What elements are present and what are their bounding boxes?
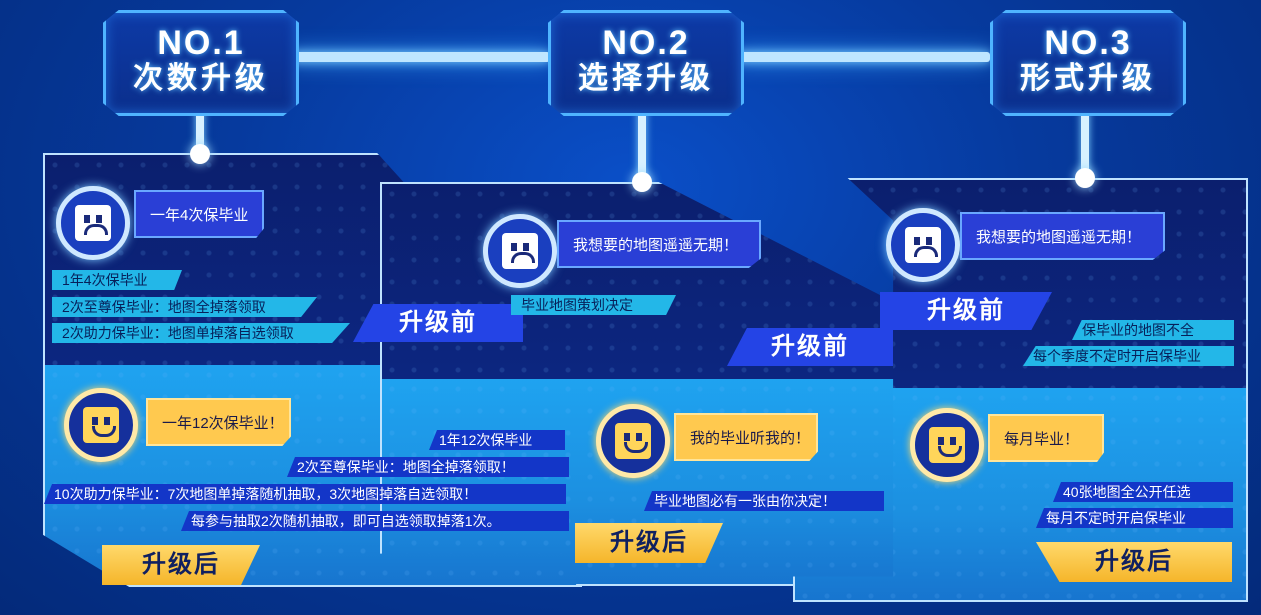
connector-stem-1	[196, 108, 204, 152]
happy-face-icon	[910, 408, 984, 482]
sad-face-icon	[886, 208, 960, 282]
after-label: 升级后	[102, 545, 260, 585]
connector-stem-2	[638, 108, 646, 180]
title-name: 形式升级	[1020, 62, 1156, 95]
connector-stem-3	[1081, 108, 1089, 178]
speech-bubble-after: 我的毕业听我的！	[674, 413, 818, 461]
title-number: NO.1	[157, 24, 245, 62]
speech-bubble-after: 一年12次保毕业！	[146, 398, 291, 446]
title-number: NO.3	[1044, 24, 1132, 62]
title-name: 次数升级	[133, 62, 269, 95]
after-tag: 每参与抽取2次随机抽取，即可自选领取掉落1次。	[181, 511, 569, 531]
before-tag: 每个季度不定时开启保毕业	[1023, 346, 1234, 366]
after-tag: 2次至尊保毕业：地图全掉落领取！	[287, 457, 569, 477]
speech-bubble-before: 一年4次保毕业	[134, 190, 264, 238]
title-name: 选择升级	[578, 62, 714, 95]
speech-bubble-before: 我想要的地图遥遥无期！	[557, 220, 761, 268]
before-tag: 毕业地图策划决定	[511, 295, 676, 315]
before-tag: 保毕业的地图不全	[1072, 320, 1234, 340]
connector-line-2-3	[735, 52, 990, 62]
before-tag: 2次助力保毕业：地图单掉落自选领取	[52, 323, 350, 343]
title-box-2: NO.2 选择升级	[548, 10, 744, 116]
before-label: 升级前	[880, 292, 1052, 330]
after-tag: 1年12次保毕业	[429, 430, 565, 450]
after-tag: 10次助力保毕业：7次地图单掉落随机抽取，3次地图掉落自选领取！	[44, 484, 566, 504]
connector-dot-1	[190, 144, 210, 164]
after-label: 升级后	[1036, 542, 1232, 582]
connector-dot-2	[632, 172, 652, 192]
before-label: 升级前	[353, 304, 523, 342]
sad-face-icon	[483, 214, 557, 288]
after-tag: 40张地图全公开任选	[1053, 482, 1233, 502]
title-number: NO.2	[602, 24, 690, 62]
title-box-1: NO.1 次数升级	[103, 10, 299, 116]
speech-bubble-before: 我想要的地图遥遥无期！	[960, 212, 1165, 260]
sad-face-icon	[56, 186, 130, 260]
before-label: 升级前	[727, 328, 893, 366]
connector-dot-3	[1075, 168, 1095, 188]
before-tag: 1年4次保毕业	[52, 270, 182, 290]
happy-face-icon	[596, 404, 670, 478]
connector-line-1-2	[290, 52, 550, 62]
before-tag: 2次至尊保毕业：地图全掉落领取	[52, 297, 317, 317]
title-box-3: NO.3 形式升级	[990, 10, 1186, 116]
happy-face-icon	[64, 388, 138, 462]
after-tag: 毕业地图必有一张由你决定！	[644, 491, 884, 511]
after-label: 升级后	[575, 523, 723, 563]
after-tag: 每月不定时开启保毕业	[1036, 508, 1233, 528]
speech-bubble-after: 每月毕业！	[988, 414, 1104, 462]
